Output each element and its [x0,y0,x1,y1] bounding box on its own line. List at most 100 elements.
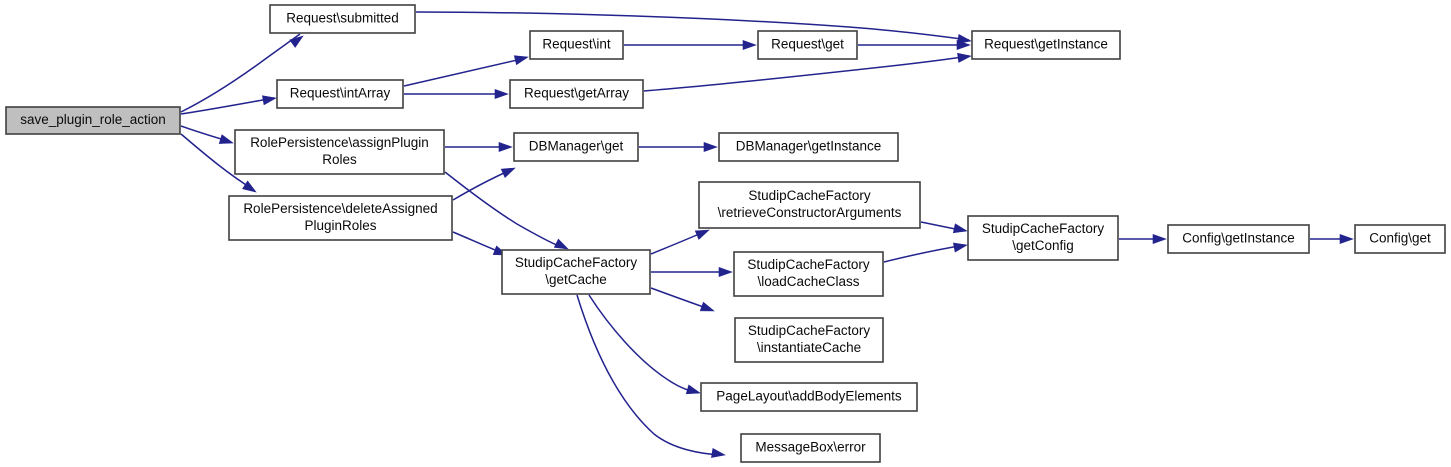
node-label: StudipCacheFactory [982,221,1105,236]
arrowhead-icon [498,141,513,153]
edge-request_submitted-to-request_getinstance [415,11,970,41]
node-box[interactable] [734,317,884,363]
node-save_plugin_role_action[interactable]: save_plugin_role_action [5,106,181,135]
node-box[interactable] [529,30,624,60]
node-studipcachefactory_getconfig[interactable]: StudipCacheFactory \getConfig [967,215,1119,261]
node-box[interactable] [967,215,1119,261]
node-dbmanager_get[interactable]: DBManager\get [513,132,639,162]
node-label: PageLayout\addBodyElements [716,389,902,404]
node-label: Roles [322,152,357,167]
node-rolepersistence_deleteassignedpluginroles[interactable]: RolePersistence\deleteAssignedPluginRole… [228,195,453,241]
node-box[interactable] [501,249,651,295]
edge-studipcachefactory_getcache-to-messagebox_error [576,294,723,456]
node-label: \instantiateCache [757,340,861,355]
node-box[interactable] [700,382,918,412]
node-label: \getConfig [1012,238,1074,253]
node-label: PluginRoles [304,218,376,233]
node-config_getinstance[interactable]: Config\getInstance [1167,224,1310,254]
node-box[interactable] [509,79,644,109]
arrowhead-icon [262,95,277,106]
edge-studipcachefactory_getcache-to-pagelayout_addbodyelements [588,294,699,394]
node-box[interactable] [1354,224,1446,254]
edge-save_plugin_role_action-to-request_intarray [180,97,275,115]
node-label: MessageBox\error [755,440,866,455]
node-request_getinstance[interactable]: Request\getInstance [971,30,1121,60]
node-box[interactable] [269,4,416,34]
node-studipcachefactory_instantiatecache[interactable]: StudipCacheFactory \instantiateCache [734,317,884,363]
arrowhead-icon [242,180,257,193]
node-request_getarray[interactable]: Request\getArray [509,79,644,109]
arrowhead-icon [952,223,968,234]
node-label: RolePersistence\assignPlugin [250,135,429,150]
arrowhead-icon [1339,233,1354,245]
arrowhead-icon [957,33,972,44]
node-label: StudipCacheFactory [515,255,638,270]
nodes-layer: save_plugin_role_action Request\submitted… [5,4,1446,463]
node-studipcachefactory_retrieveconstructorarguments[interactable]: StudipCacheFactory \retrieveConstructorAr… [698,181,921,229]
node-label: \getCache [545,272,607,287]
edge-request_getarray-to-request_getinstance [643,55,970,92]
node-box[interactable] [698,181,921,229]
node-label: StudipCacheFactory [747,257,870,272]
node-box[interactable] [971,30,1121,60]
arrowhead-icon [1152,233,1167,245]
node-label: Request\int [542,37,611,52]
edge-studipcachefactory_loadcacheclass-to-studipcachefactory_getconfig [883,244,966,263]
node-dbmanager_getinstance[interactable]: DBManager\getInstance [718,132,899,162]
arrowhead-icon [952,242,968,253]
arrowheads-layer [218,33,1354,458]
node-label: \retrieveConstructorArguments [718,205,902,220]
node-box[interactable] [5,106,181,135]
node-label: Request\getInstance [984,37,1108,52]
node-box[interactable] [757,30,858,60]
node-request_int[interactable]: Request\int [529,30,624,60]
node-label: \loadCacheClass [757,274,859,289]
node-label: Request\get [771,37,844,52]
node-label: StudipCacheFactory [748,188,871,203]
node-request_submitted[interactable]: Request\submitted [269,4,416,34]
node-label: StudipCacheFactory [748,323,871,338]
arrowhead-icon [956,39,971,51]
node-box[interactable] [1167,224,1310,254]
node-box[interactable] [276,79,404,109]
node-request_get[interactable]: Request\get [757,30,858,60]
node-label: RolePersistence\deleteAssigned [243,201,437,216]
node-label: Config\get [1369,231,1431,246]
arrowhead-icon [718,266,733,278]
node-label: Request\getArray [524,86,629,101]
arrowhead-icon [685,384,701,395]
node-box[interactable] [718,132,899,162]
arrowhead-icon [289,35,304,48]
node-label: Request\intArray [290,86,391,101]
node-config_get[interactable]: Config\get [1354,224,1446,254]
arrowhead-icon [500,167,516,178]
arrowhead-icon [742,39,757,51]
arrowhead-icon [694,229,710,240]
node-label: Config\getInstance [1182,231,1295,246]
arrowhead-icon [699,301,715,312]
arrowhead-icon [711,447,726,458]
node-studipcachefactory_getcache[interactable]: StudipCacheFactory \getCache [501,249,651,295]
arrowhead-icon [553,238,569,250]
node-box[interactable] [228,195,453,241]
arrowhead-icon [703,141,718,153]
arrowhead-icon [957,52,972,63]
node-label: save_plugin_role_action [20,112,166,127]
node-label: DBManager\getInstance [736,139,882,154]
node-messagebox_error[interactable]: MessageBox\error [740,433,881,463]
node-box[interactable] [740,433,881,463]
node-request_intarray[interactable]: Request\intArray [276,79,404,109]
edge-request_intarray-to-request_int [403,57,527,87]
arrowhead-icon [513,55,529,66]
edge-save_plugin_role_action-to-request_submitted [180,33,301,113]
node-box[interactable] [513,132,639,162]
node-label: DBManager\get [529,139,624,154]
node-box[interactable] [234,129,445,175]
node-box[interactable] [733,251,884,297]
node-studipcachefactory_loadcacheclass[interactable]: StudipCacheFactory \loadCacheClass [733,251,884,297]
arrowhead-icon [218,134,234,144]
node-pagelayout_addbodyelements[interactable]: PageLayout\addBodyElements [700,382,918,412]
